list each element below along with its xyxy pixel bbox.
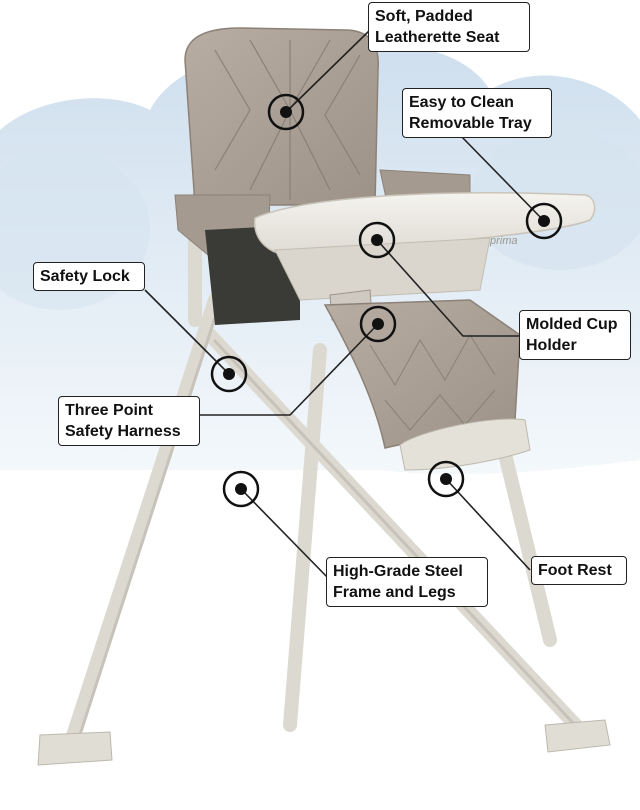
marker-harness [359, 305, 397, 343]
callout-foot-rest: Foot Rest [531, 556, 627, 585]
callout-cup-holder-line2: Holder [526, 337, 577, 354]
foot-rest-bar [399, 418, 531, 471]
leg-cushion-stitching [369, 334, 496, 431]
marker-foot-rest [427, 460, 465, 498]
callout-tray-line2: Removable Tray [409, 115, 532, 132]
callout-safety-lock-line1: Safety Lock [40, 268, 130, 285]
marker-safety-lock [210, 355, 248, 393]
callout-frame-line2: Frame and Legs [333, 584, 456, 601]
callout-cup-holder: Molded Cup Holder [519, 310, 631, 360]
callout-tray: Easy to Clean Removable Tray [402, 88, 552, 138]
tray-brand-logo: prima [489, 235, 518, 247]
callout-frame-line1: High-Grade Steel [333, 563, 463, 580]
marker-cup-holder [358, 221, 396, 259]
callout-seat-line2: Leatherette Seat [375, 29, 500, 46]
callout-harness-line1: Three Point [65, 402, 154, 419]
callout-leader-lines [144, 29, 545, 581]
seat-backrest [184, 27, 379, 206]
callout-safety-lock: Safety Lock [33, 262, 145, 291]
callout-seat: Soft, Padded Leatherette Seat [368, 2, 530, 52]
front-foot [37, 731, 113, 766]
callout-foot-rest-line1: Foot Rest [538, 562, 612, 579]
frame-shading [74, 301, 591, 748]
callout-harness-line2: Safety Harness [65, 423, 181, 440]
callout-cup-holder-line1: Molded Cup [526, 316, 618, 333]
tray-underside [274, 237, 491, 301]
marker-tray [525, 202, 563, 240]
marker-frame [222, 470, 260, 508]
callout-seat-line1: Soft, Padded [375, 8, 473, 25]
marker-seat [267, 93, 305, 131]
callout-tray-line1: Easy to Clean [409, 94, 514, 111]
callout-frame: High-Grade Steel Frame and Legs [326, 557, 488, 607]
callout-harness: Three Point Safety Harness [58, 396, 200, 446]
back-foot [544, 719, 611, 753]
